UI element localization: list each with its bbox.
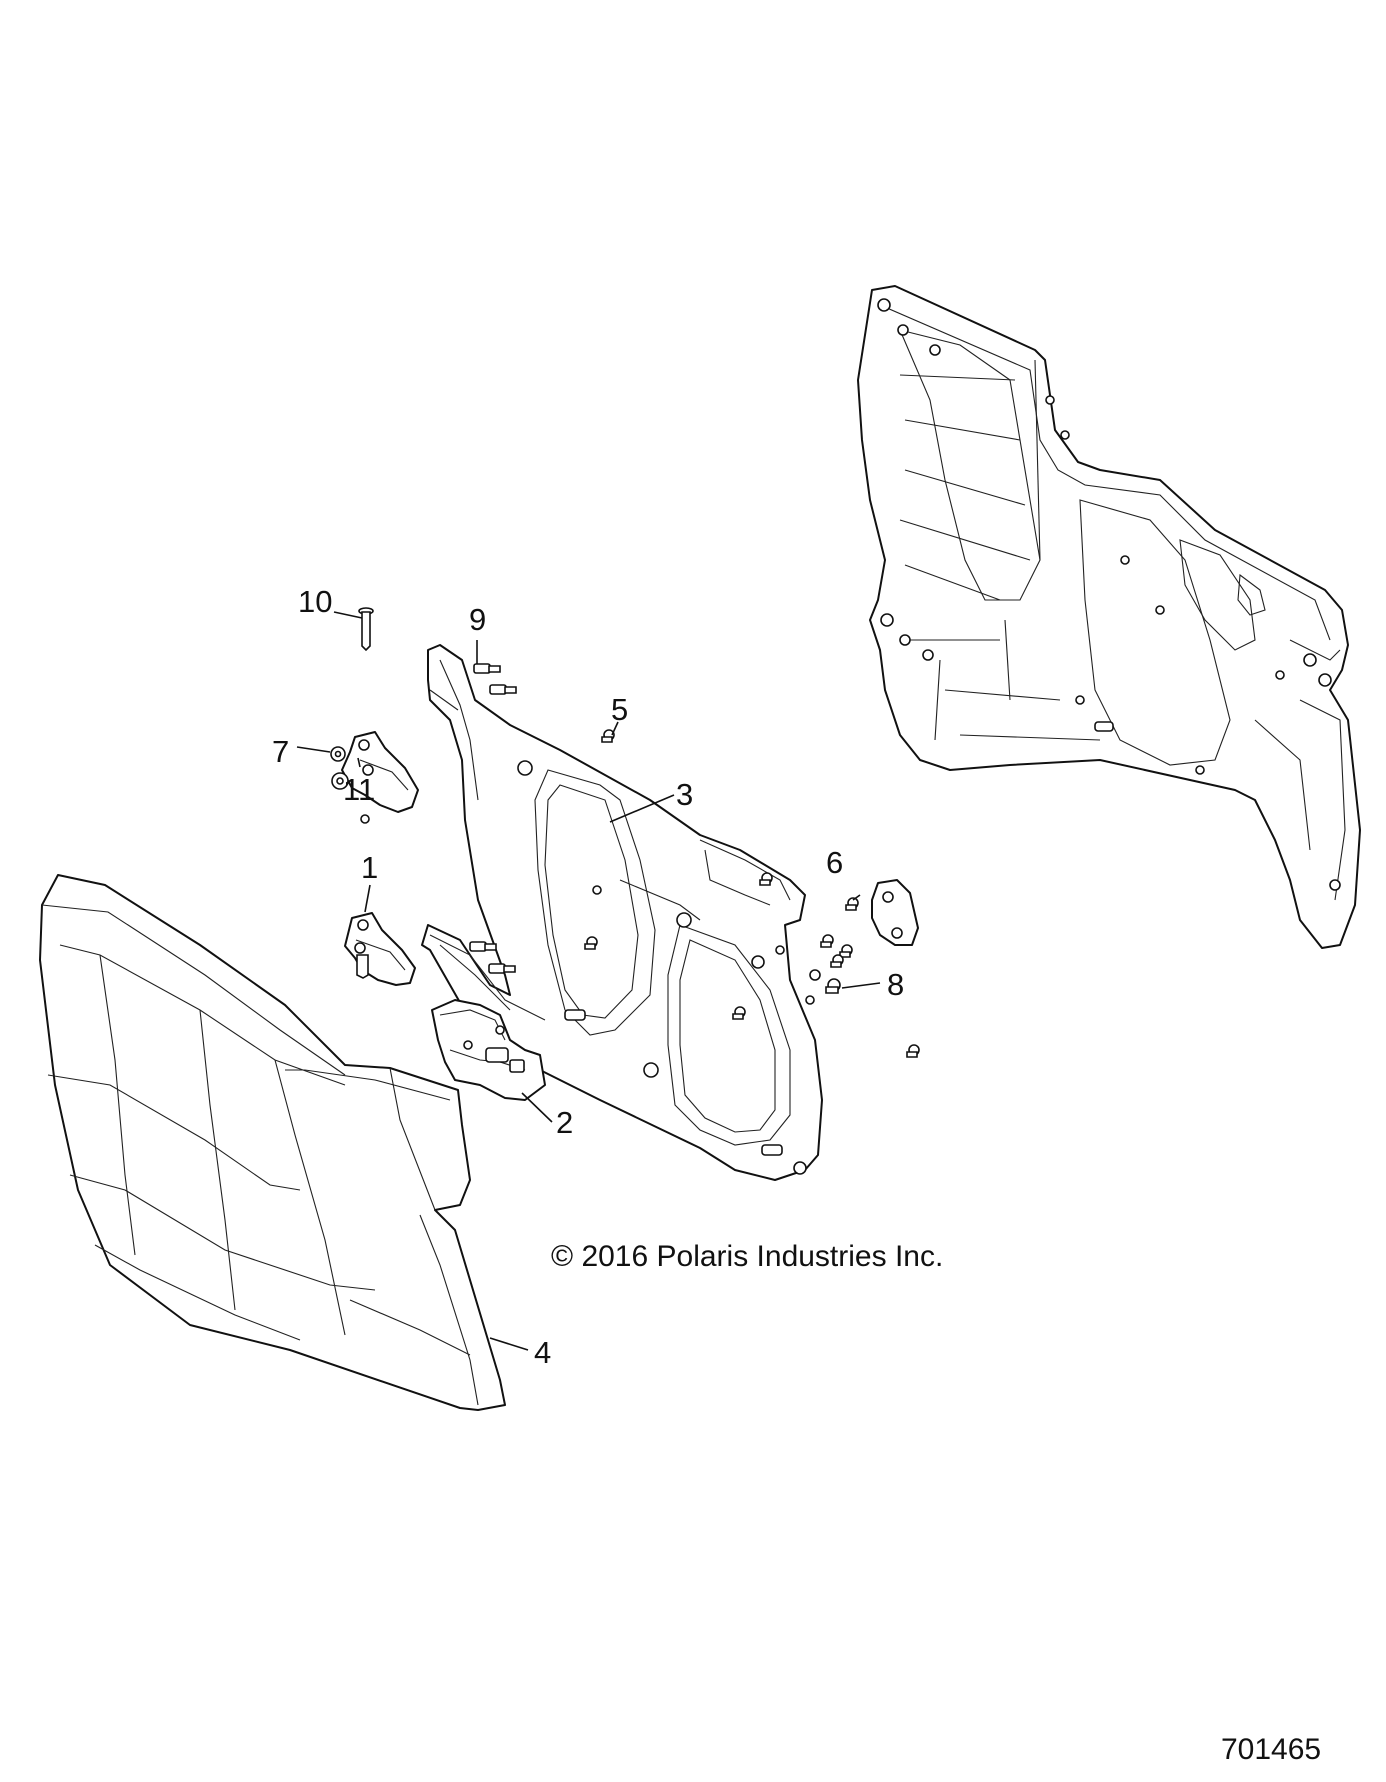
screw-8 [825, 978, 841, 994]
assembled-door-reference [857, 285, 1361, 949]
screw-lower [906, 1044, 920, 1058]
screw-6b [820, 934, 834, 948]
bolt-9b [489, 684, 517, 695]
callout-10: 10 [298, 584, 332, 619]
callout-2: 2 [556, 1105, 573, 1140]
callout-6: 6 [826, 845, 843, 880]
screw-5d [759, 872, 773, 886]
striker-plate [871, 879, 919, 946]
door-latch-assembly [431, 999, 546, 1101]
screw-6c [839, 944, 853, 958]
screw-5c [732, 1006, 746, 1020]
figure-number: 701465 [1221, 1733, 1322, 1766]
screw-5b [584, 936, 598, 950]
bolt-9a [473, 663, 501, 674]
callout-7: 7 [272, 734, 289, 769]
callout-3: 3 [676, 777, 693, 812]
hinge-pin [358, 607, 374, 652]
outer-door-panel [39, 874, 506, 1411]
callouts: 10 9 5 7 11 3 6 1 8 2 4 [272, 584, 904, 1370]
bolt-9d [488, 963, 516, 974]
callout-8: 8 [887, 967, 904, 1002]
screw-misc [805, 969, 821, 1005]
callout-4: 4 [534, 1335, 551, 1370]
callout-5: 5 [611, 692, 628, 727]
screw-6a [845, 897, 859, 911]
screw-5 [601, 729, 615, 743]
upper-hinge [330, 731, 419, 824]
bolt-9c [469, 941, 497, 952]
lower-hinge [344, 912, 416, 986]
callout-11: 11 [343, 772, 375, 807]
inner-door-frame [421, 644, 823, 1181]
callout-9: 9 [469, 602, 486, 637]
callout-1: 1 [361, 850, 378, 885]
leader-lines [296, 611, 881, 1351]
screw-6d [830, 954, 844, 968]
copyright-notice: © 2016 Polaris Industries Inc. [551, 1240, 944, 1273]
fastener-group [469, 663, 920, 1058]
